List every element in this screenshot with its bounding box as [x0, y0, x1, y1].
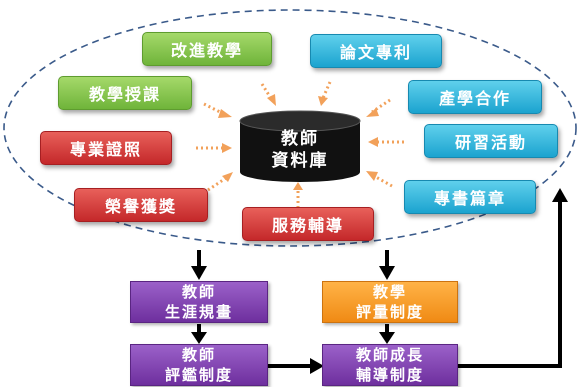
- arrow-from-service-counseling: [293, 182, 303, 208]
- arrow-from-industry-cooperation: [366, 98, 391, 117]
- category-papers-patents: 論文專利: [310, 34, 442, 68]
- database-label-line1: 教師: [281, 129, 319, 149]
- flow-teaching-evaluation: 教學 評量制度: [322, 281, 458, 323]
- category-improve-teaching: 改進教學: [142, 32, 272, 66]
- category-workshop-activities: 研習活動: [424, 124, 558, 158]
- arrow-from-professional-license: [196, 143, 232, 153]
- category-honors-awards: 榮譽獲獎: [74, 188, 208, 222]
- flow-growth-counseling-line1: 教師成長: [355, 346, 424, 364]
- flow-teaching-evaluation-line2: 評量制度: [355, 303, 424, 321]
- flow-career-planning-line1: 教師: [181, 283, 216, 301]
- flow-teacher-appraisal: 教師 評鑑制度: [130, 344, 268, 386]
- arrow-from-honors-awards: [207, 172, 233, 192]
- flow-teaching-evaluation-line1: 教學: [372, 283, 407, 301]
- arrow-from-papers-patents: [318, 81, 332, 106]
- category-teaching-courses: 教學授課: [58, 76, 192, 110]
- arrow-growth-feedback: [458, 188, 568, 368]
- arrow-from-book-chapters: [366, 171, 393, 188]
- flow-teacher-appraisal-line1: 教師: [181, 346, 216, 364]
- boundary-ellipse: [3, 9, 577, 247]
- arrow-from-workshop-activities: [368, 137, 404, 147]
- database-cylinder: [239, 110, 361, 182]
- category-book-chapters: 專書篇章: [404, 180, 536, 214]
- arrow-career-to-appraisal: [191, 324, 207, 344]
- flow-arrows: [191, 188, 568, 374]
- category-service-counseling: 服務輔導: [242, 207, 374, 241]
- flow-career-planning: 教師 生涯規畫: [130, 281, 268, 323]
- category-professional-license: 專業證照: [40, 131, 172, 165]
- arrow-evaluation-to-growth: [379, 324, 395, 344]
- arrow-from-teaching-courses: [203, 102, 232, 118]
- arrow-appraisal-to-growth: [268, 358, 324, 374]
- flow-growth-counseling: 教師成長 輔導制度: [322, 344, 458, 386]
- database-label: 教師 資料庫: [242, 128, 358, 172]
- flow-growth-counseling-line2: 輔導制度: [355, 366, 424, 384]
- arrow-from-improve-teaching: [260, 83, 276, 106]
- arrow-to-career-planning: [191, 250, 207, 280]
- category-industry-cooperation: 產學合作: [408, 80, 542, 114]
- input-arrows: [196, 81, 404, 208]
- database-label-line2: 資料庫: [271, 151, 329, 171]
- flow-teacher-appraisal-line2: 評鑑制度: [164, 366, 233, 384]
- arrow-to-teaching-evaluation: [379, 250, 395, 280]
- flow-career-planning-line2: 生涯規畫: [164, 303, 233, 321]
